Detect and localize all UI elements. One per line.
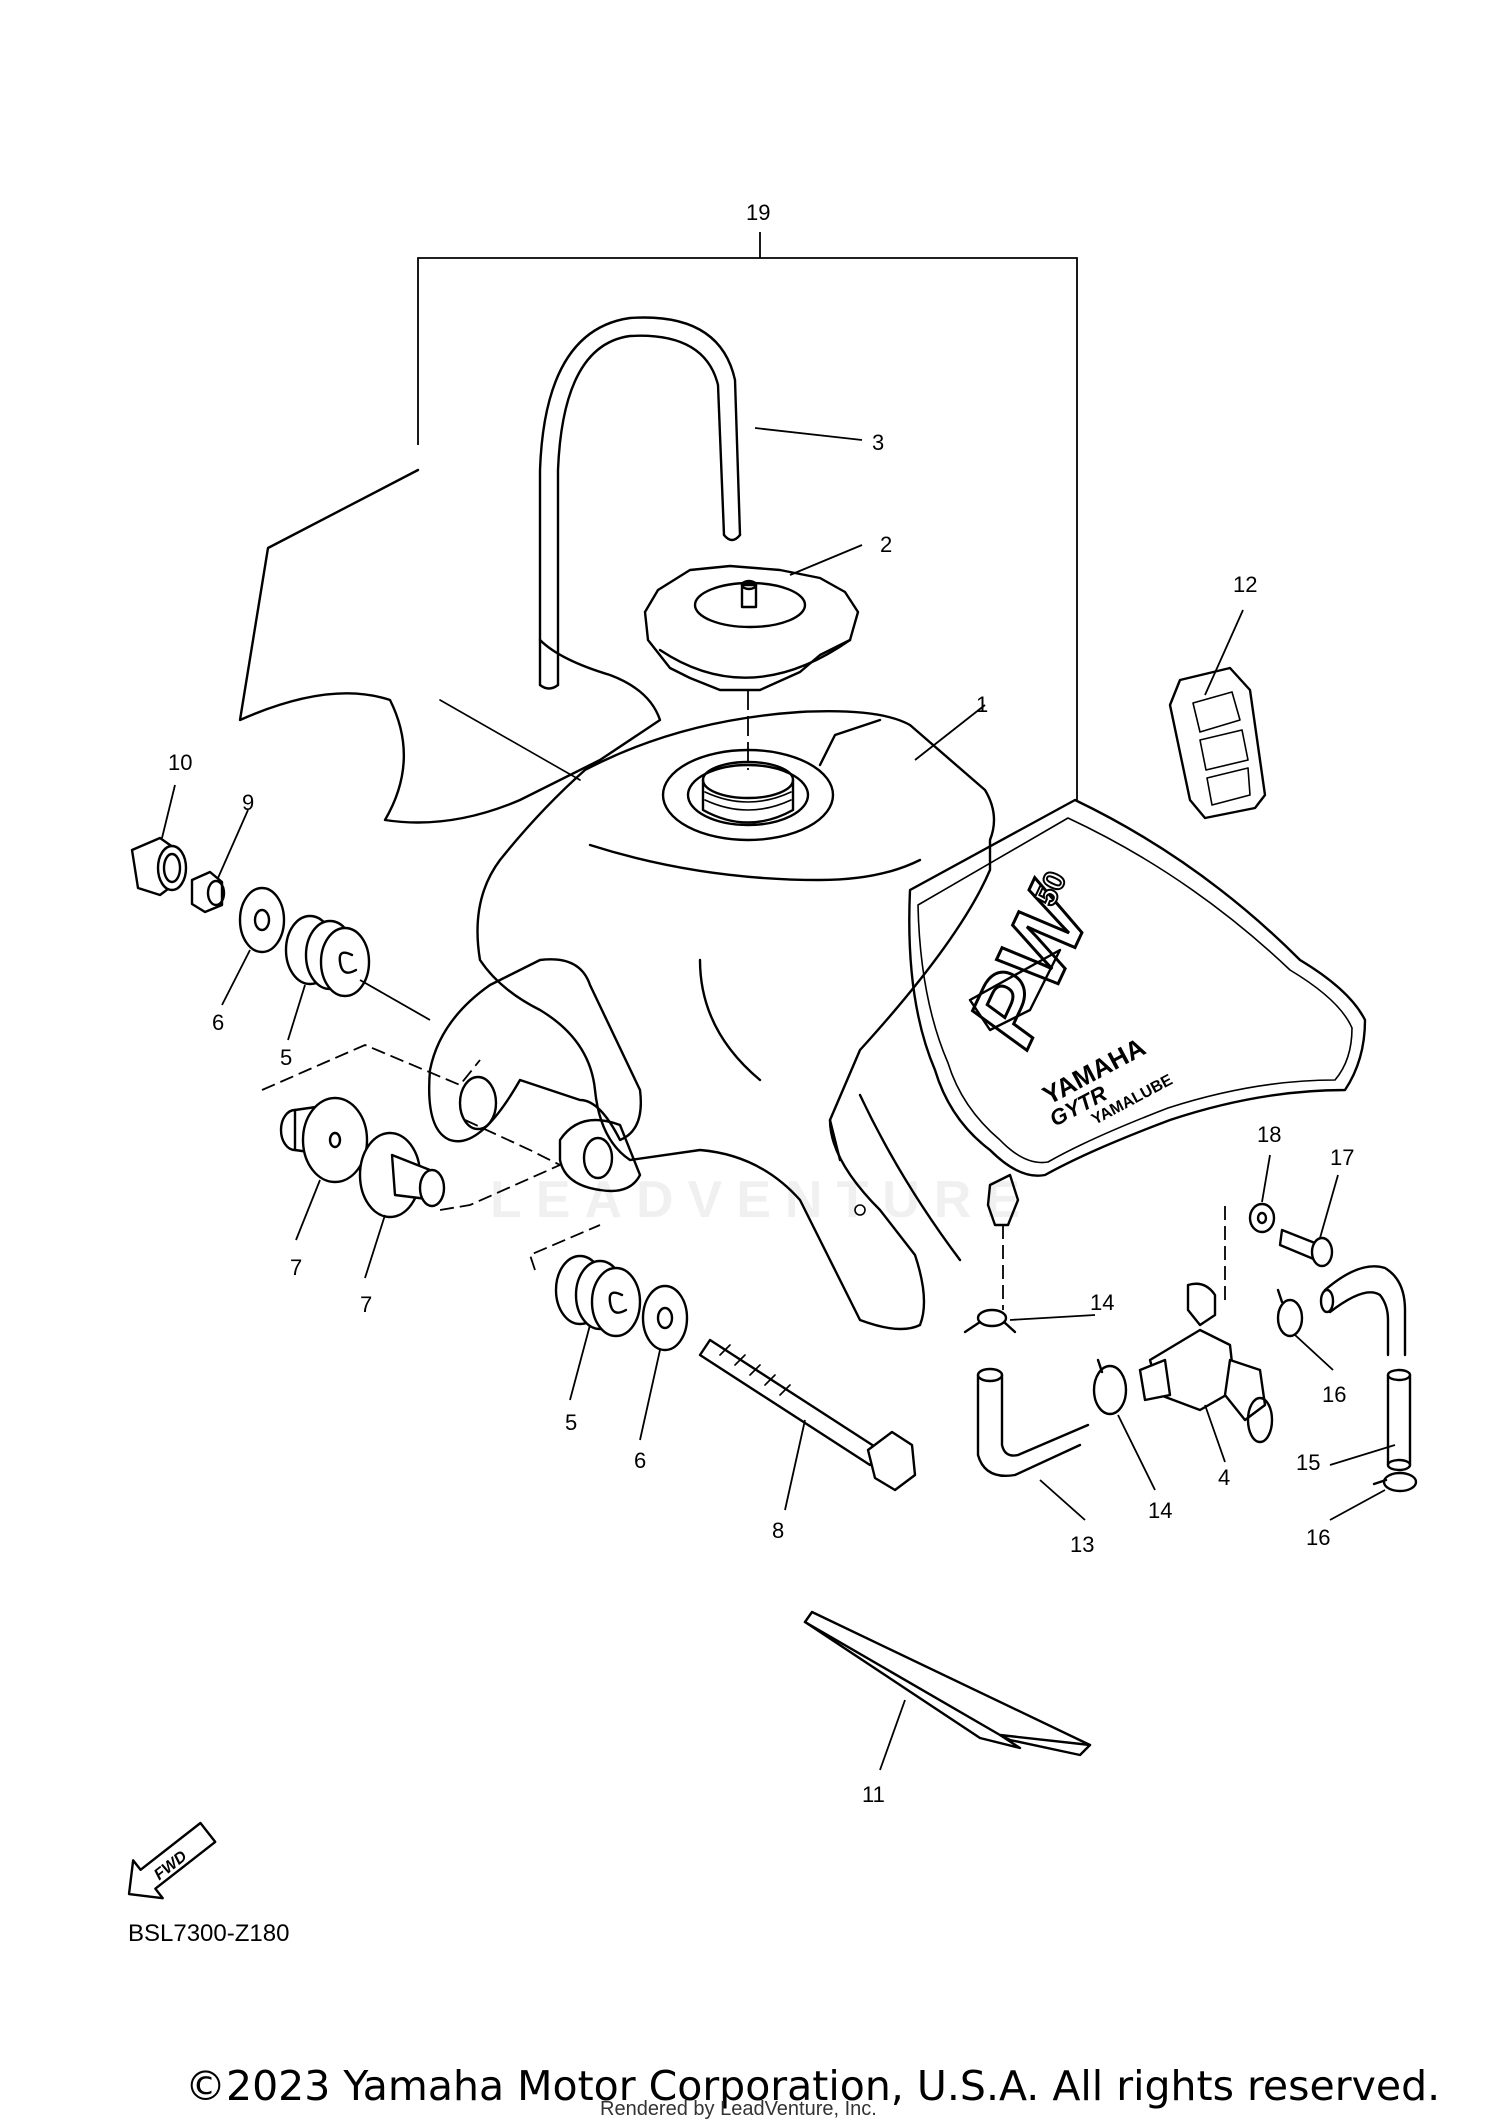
callout-7a: 7 (290, 1255, 302, 1280)
callout-16a: 16 (1322, 1382, 1346, 1407)
callout-numbers: 19 3 2 12 1 10 9 6 5 7 7 5 6 8 14 14 4 1… (168, 200, 1354, 1807)
vent-hose-15 (1319, 1265, 1412, 1472)
rubber-cap (130, 836, 188, 897)
washer-upper (238, 886, 286, 954)
hose-clip-16b (1372, 1471, 1418, 1493)
callout-13: 13 (1070, 1532, 1094, 1557)
callout-4: 4 (1218, 1465, 1230, 1490)
callout-19: 19 (746, 200, 770, 225)
washer-18 (1248, 1202, 1276, 1234)
callout-11: 11 (862, 1782, 885, 1807)
callout-8: 8 (772, 1518, 784, 1543)
emblem-plate (1168, 666, 1267, 820)
fuel-tank (428, 710, 1020, 1331)
hose-clamp-14b (1092, 1358, 1128, 1416)
rendered-by-notice: Rendered by LeadVenture, Inc. (600, 2098, 877, 2120)
leader-lines (161, 427, 1396, 1771)
tank-pad-left (238, 468, 662, 824)
fuel-cap (643, 564, 860, 692)
callout-5b: 5 (565, 1410, 577, 1435)
callout-12: 12 (1233, 572, 1257, 597)
grommet-lower (554, 1254, 642, 1338)
washer-lower (641, 1284, 689, 1352)
tank-decal: PW 50 YAMAHA GYTR YAMALUBE (908, 798, 1367, 1177)
callout-1: 1 (976, 692, 988, 717)
hose-clamp-14a (963, 1308, 1017, 1334)
fuel-cock (1138, 1200, 1274, 1444)
screw-17 (1278, 1228, 1334, 1268)
callout-7b: 7 (360, 1292, 372, 1317)
callout-3: 3 (872, 430, 884, 455)
callout-14a: 14 (1090, 1290, 1114, 1315)
callout-17: 17 (1330, 1145, 1354, 1170)
callout-5a: 5 (280, 1045, 292, 1070)
callout-15: 15 (1296, 1450, 1320, 1475)
mounting-bolt (698, 1338, 917, 1492)
breather-hose (538, 316, 742, 690)
callout-9: 9 (242, 790, 254, 815)
collar-7a (279, 1096, 369, 1184)
collar (190, 870, 226, 914)
copyright-notice: ©2023 Yamaha Motor Corporation, U.S.A. A… (185, 2062, 1441, 2110)
callout-6b: 6 (634, 1448, 646, 1473)
tank-pad-lower (803, 1610, 1092, 1757)
callout-14b: 14 (1148, 1498, 1172, 1523)
callout-2: 2 (880, 532, 892, 557)
callout-16b: 16 (1306, 1525, 1330, 1550)
diagram-code: BSL7300-Z180 (128, 1920, 290, 1947)
hose-clip-16a (1276, 1288, 1304, 1338)
callout-6a: 6 (212, 1010, 224, 1035)
fwd-arrow-icon: FWD (127, 1821, 217, 1900)
fuel-hose-13 (976, 1367, 1090, 1477)
callout-18: 18 (1257, 1122, 1281, 1147)
collar-7b (358, 1131, 446, 1219)
callout-10: 10 (168, 750, 192, 775)
grommet-upper (284, 914, 371, 998)
assembly-bracket-19 (417, 232, 1078, 800)
